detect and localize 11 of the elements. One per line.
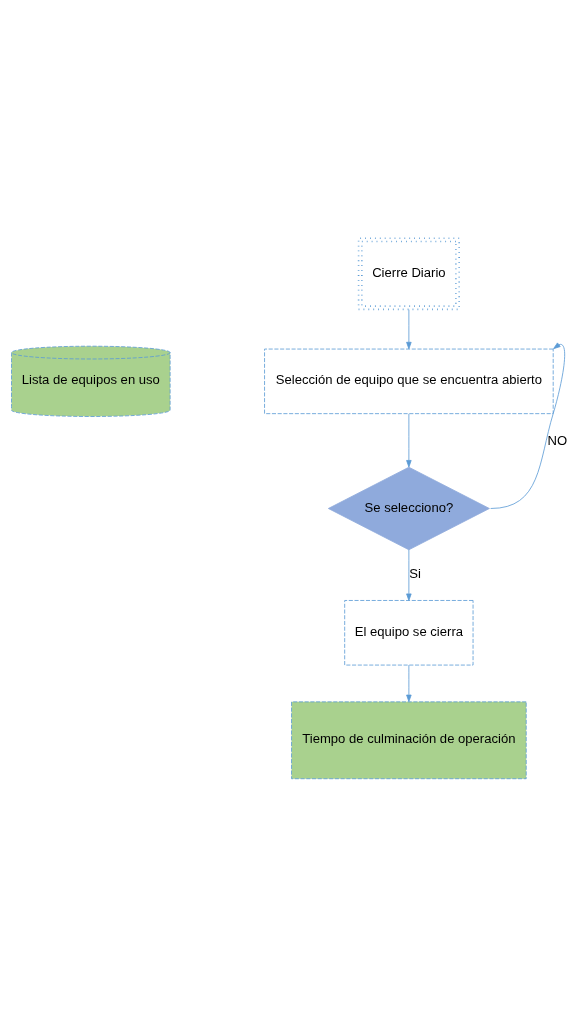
node-box: Tiempo de culminación de operación: [291, 700, 527, 779]
arrow: [406, 308, 412, 349]
edge-label: Si: [409, 565, 421, 581]
node-box: Selección de equipo que se encuentra abierto: [264, 348, 554, 414]
edge-label: NO: [547, 432, 568, 448]
node-diamond: Se selecciono?: [327, 466, 490, 550]
arrow: [406, 412, 412, 467]
arrow: [406, 664, 412, 702]
arrow: [490, 342, 566, 509]
arrow: [406, 548, 412, 601]
node-box: El equipo se cierra: [344, 599, 474, 665]
